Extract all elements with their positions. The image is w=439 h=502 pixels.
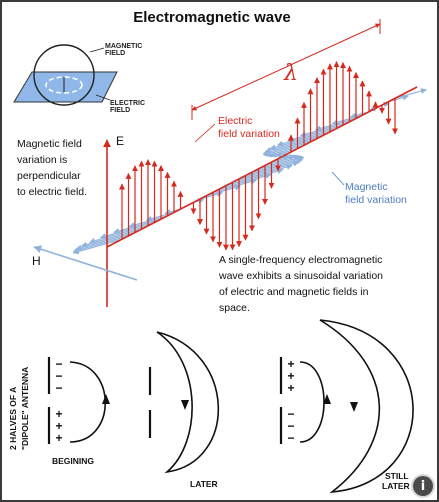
magnetic-variation-label-2: field variation — [345, 194, 407, 206]
antenna-stage-still-later: + + + − − − STILL LATER — [279, 319, 414, 494]
magnetic-field-arrow — [287, 124, 344, 143]
electric-field-plane — [13, 71, 118, 103]
magnetic-pointer — [89, 47, 105, 53]
electric-variation-label-2: field variation — [218, 128, 280, 140]
new-field-line — [299, 361, 325, 443]
left-note-line: perpendicular — [17, 170, 81, 182]
magnetic-field-arrow — [331, 114, 363, 125]
magnetic-field-arrow — [269, 148, 298, 158]
charge-minus: − — [287, 431, 294, 445]
charge-plus: + — [55, 431, 62, 445]
left-note-line: Magnetic field — [17, 138, 82, 150]
e-axis-label: E — [116, 134, 124, 148]
magnetic-field-arrows — [72, 88, 427, 255]
field-direction-arrow — [323, 394, 331, 404]
magnetic-variation-label: Magnetic — [345, 181, 388, 193]
field-direction-arrow — [350, 402, 358, 412]
field-loop — [45, 76, 83, 94]
lambda-symbol: λ — [283, 61, 298, 86]
antenna-stage-begining: − − − + + + BEGINING — [47, 357, 110, 466]
propagation-axis — [106, 86, 418, 248]
magnetic-field-arrow — [232, 164, 293, 183]
magnetic-field-arrow — [72, 238, 123, 255]
magnetic-field-arrow — [276, 127, 337, 147]
magnetic-field-arrow — [299, 121, 350, 137]
electric-field-arrows — [119, 61, 398, 251]
magnetic-field-arrow — [245, 158, 304, 177]
antenna-stage-later: LATER — [148, 331, 220, 489]
left-note-line: to electric field. — [17, 186, 87, 198]
field-loop-still-later — [319, 319, 414, 494]
magnetic-field-arrow — [206, 184, 241, 197]
charge-minus: − — [287, 407, 294, 421]
left-note-line: variation is — [17, 154, 67, 166]
field-direction-arrow — [102, 394, 110, 404]
magnetic-field-arrow — [394, 88, 427, 99]
begining-label: BEGINING — [52, 456, 94, 466]
inset-electric-label: ELECTRIC — [110, 100, 145, 107]
later-label: LATER — [190, 479, 218, 489]
field-loop-later — [156, 331, 220, 474]
magnetic-field-arrow — [99, 221, 155, 240]
magnetic-field-arrow — [89, 225, 149, 244]
electric-label-pointer — [194, 123, 216, 143]
magnetic-label-pointer — [331, 171, 345, 186]
wavelength-marker: λ — [191, 19, 381, 120]
inset-electric-field-label: FIELD — [110, 107, 130, 114]
right-note-line: A single-frequency electromagnetic — [219, 254, 382, 266]
charge-minus: − — [55, 369, 62, 383]
charge-plus: + — [55, 419, 62, 433]
electric-variation-label: Electric — [218, 115, 252, 127]
charge-plus: + — [287, 357, 294, 371]
diagram-title: Electromagnetic wave — [133, 9, 291, 26]
left-note: Magnetic field variation is perpendicula… — [17, 138, 87, 198]
antenna-side-label: 2 HALVES OF A — [8, 387, 18, 450]
magnetic-field-arrow — [263, 141, 311, 157]
magnetic-field-arrow — [72, 235, 129, 253]
charge-plus: + — [287, 381, 294, 395]
charge-minus: − — [287, 419, 294, 433]
right-note-line: of electric and magnetic fields in — [219, 286, 369, 298]
magnetic-field-circle — [33, 44, 95, 106]
wavelength-arrow — [191, 23, 381, 111]
right-note: A single-frequency electromagnetic wave … — [218, 254, 383, 314]
magnetic-field-arrow — [225, 168, 284, 187]
field-line-begining — [69, 361, 107, 443]
h-axis-label: H — [32, 254, 41, 268]
magnetic-field-arrow — [262, 138, 318, 156]
field-inset: MAGNETIC FIELD ELECTRIC FIELD — [13, 43, 145, 114]
magnetic-field-arrow — [212, 178, 258, 193]
right-note-line: wave exhibits a sinusoidal variation — [218, 270, 383, 282]
dipole-antenna-sequence: 2 HALVES OF A "DIPOLE" ANTENNA − − − + +… — [8, 319, 414, 494]
charge-minus: − — [55, 357, 62, 371]
charge-minus: − — [55, 381, 62, 395]
charge-plus: + — [287, 369, 294, 383]
still-label: STILL — [385, 471, 409, 481]
h-axis — [33, 245, 138, 281]
magnetic-field-arrow — [80, 228, 142, 248]
info-icon[interactable]: i — [413, 476, 433, 496]
electric-pointer — [95, 94, 111, 101]
charge-plus: + — [55, 407, 62, 421]
inset-field-label: FIELD — [105, 50, 125, 57]
field-direction-arrow — [181, 400, 189, 410]
later-label: LATER — [382, 481, 410, 491]
antenna-side-label-2: "DIPOLE" ANTENNA — [20, 367, 30, 450]
right-note-line: space. — [219, 302, 250, 314]
magnetic-field-arrow — [75, 231, 136, 251]
inset-magnetic-label: MAGNETIC — [105, 43, 142, 50]
magnetic-field-arrow — [238, 160, 300, 180]
